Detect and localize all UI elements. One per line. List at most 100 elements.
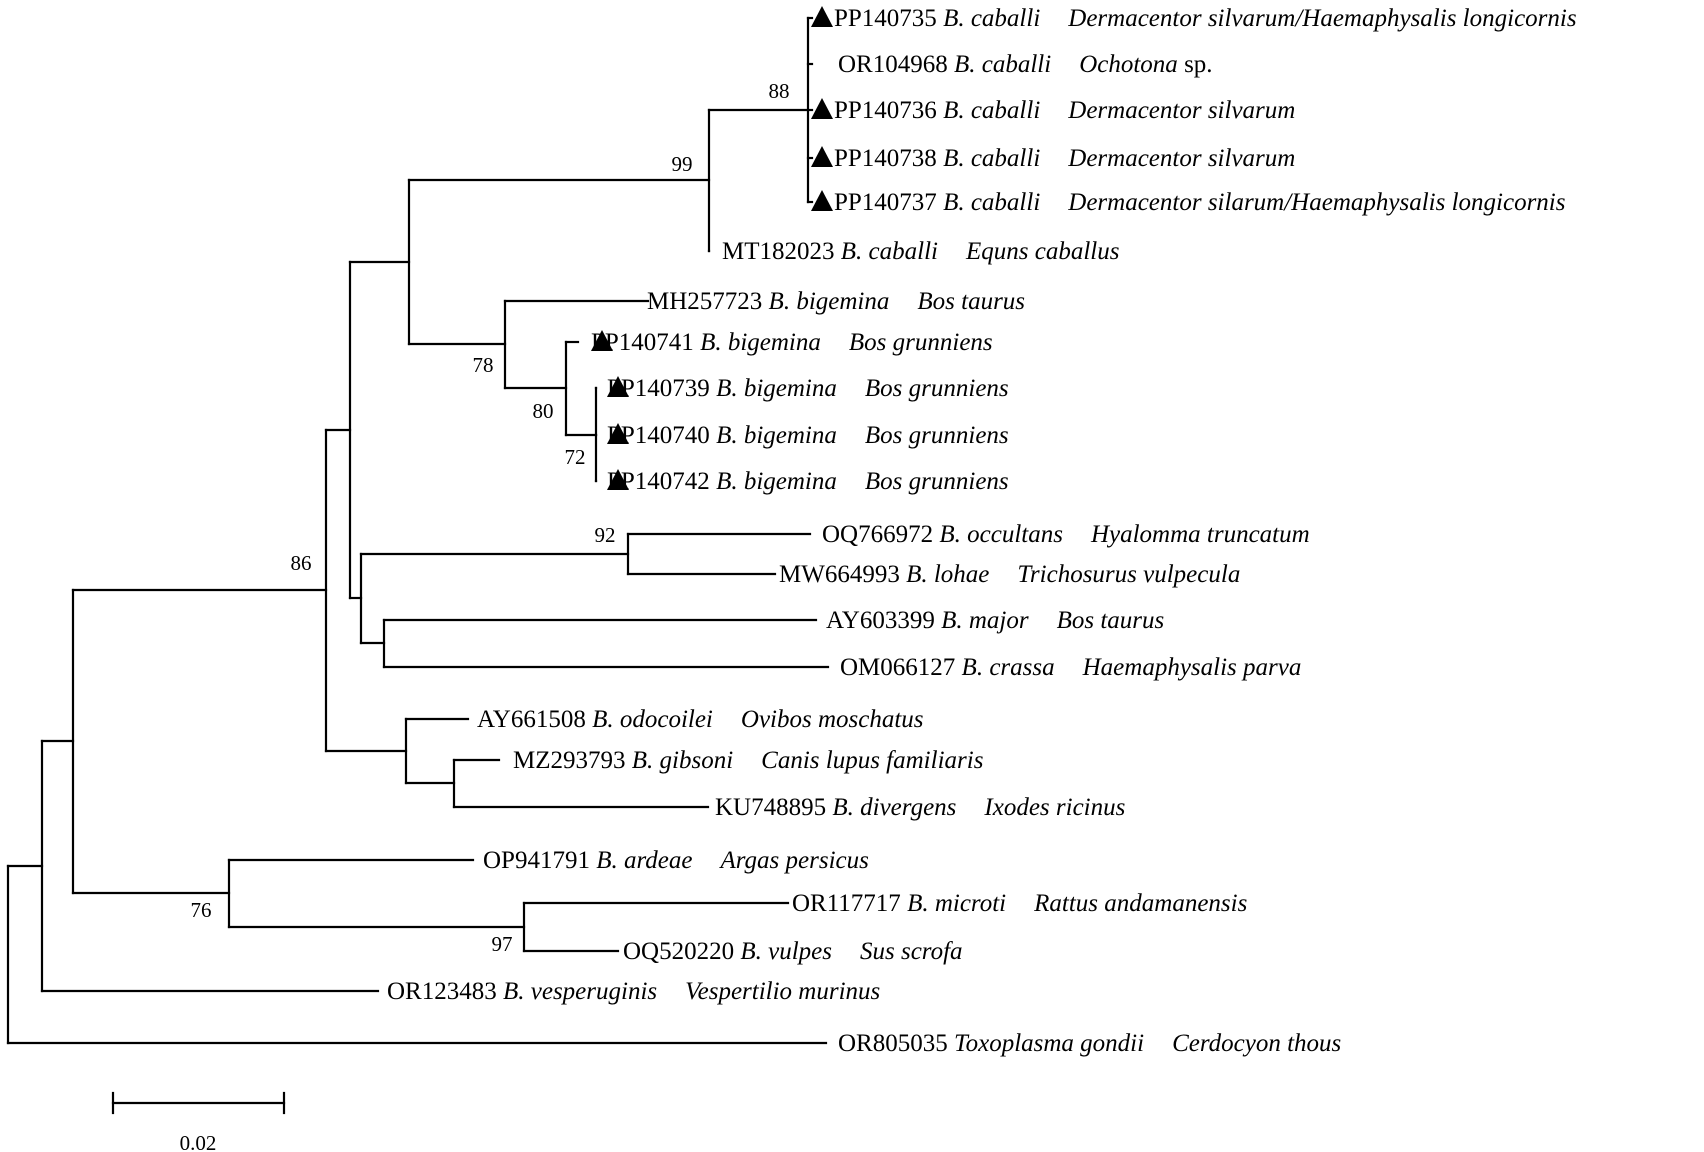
leaf-label: PP140739 B. bigemina Bos grunniens: [607, 375, 1009, 402]
sample-triangle-icon: [811, 6, 833, 27]
host-name: Dermacentor silvarum: [1067, 145, 1295, 172]
host-name: Rattus andamanensis: [1033, 890, 1247, 917]
bootstrap-value: 92: [595, 523, 616, 547]
scale-bar-label: 0.02: [180, 1131, 217, 1152]
leaf-label: KU748895 B. divergens Ixodes ricinus: [715, 794, 1125, 821]
host-name: Canis lupus familiaris: [761, 747, 983, 774]
host-name: Trichosurus vulpecula: [1017, 561, 1240, 588]
sample-triangle-icon: [607, 469, 629, 490]
bootstrap-value: 97: [492, 932, 513, 956]
leaf-label: MH257723 B. bigemina Bos taurus: [647, 288, 1025, 315]
tree-branches: [6, 16, 830, 1045]
host-name: Bos taurus: [917, 288, 1025, 315]
bootstrap-value: 86: [291, 551, 312, 575]
species-name: B. vesperuginis: [503, 978, 657, 1005]
host-name: Equns caballus: [965, 238, 1119, 265]
sample-triangle-icon: [591, 330, 613, 351]
leaf-label: OQ766972 B. occultans Hyalomma truncatum: [822, 521, 1310, 548]
host-name: Vespertilio murinus: [685, 978, 880, 1005]
sample-triangle-icon: [607, 423, 629, 444]
host-name: Bos grunniens: [865, 422, 1009, 449]
accession-number: PP140737: [834, 189, 943, 216]
sample-triangle-icon: [811, 146, 833, 167]
accession-number: MT182023: [722, 238, 841, 265]
host-name: Dermacentor silvarum: [1067, 97, 1295, 124]
accession-number: OM066127: [840, 654, 962, 681]
accession-number: OQ766972: [822, 521, 939, 548]
host-name: Dermacentor silarum/Haemaphysalis longic…: [1067, 189, 1565, 216]
host-name: Bos grunniens: [865, 375, 1009, 402]
sample-markers: [591, 6, 833, 490]
bootstrap-value: 78: [473, 353, 494, 377]
host-name: Haemaphysalis parva: [1082, 654, 1302, 681]
sample-triangle-icon: [607, 376, 629, 397]
accession-number: PP140741: [591, 329, 700, 356]
accession-number: PP140735: [834, 5, 943, 32]
bootstrap-value: 99: [672, 152, 693, 176]
species-name: B. caballi: [943, 97, 1040, 124]
leaf-label: PP140737 B. caballi Dermacentor silarum/H…: [834, 189, 1565, 216]
host-name: Argas persicus: [718, 847, 868, 874]
species-name: Toxoplasma gondii: [954, 1030, 1144, 1057]
species-name: B. lohae: [906, 561, 989, 588]
accession-number: AY661508: [477, 706, 592, 733]
bootstrap-value: 88: [769, 79, 790, 103]
accession-number: PP140742: [607, 468, 716, 495]
species-name: B. caballi: [954, 51, 1051, 78]
leaf-label: MT182023 B. caballi Equns caballus: [722, 238, 1119, 265]
species-name: B. bigemina: [716, 375, 837, 402]
accession-number: MW664993: [779, 561, 906, 588]
accession-number: MZ293793: [513, 747, 632, 774]
leaf-label: PP140741 B. bigemina Bos grunniens: [591, 329, 993, 356]
leaf-label: MW664993 B. lohae Trichosurus vulpecula: [779, 561, 1240, 588]
host-name: Ixodes ricinus: [983, 794, 1125, 821]
host-name: Hyalomma truncatum: [1090, 521, 1310, 548]
accession-number: OP941791: [483, 847, 596, 874]
species-name: B. caballi: [841, 238, 938, 265]
accession-number: MH257723: [647, 288, 769, 315]
leaf-label: PP140738 B. caballi Dermacentor silvarum: [834, 145, 1295, 172]
species-name: B. caballi: [943, 145, 1040, 172]
species-name: B. occultans: [939, 521, 1063, 548]
leaf-label: PP140736 B. caballi Dermacentor silvarum: [834, 97, 1295, 124]
species-name: B. bigemina: [769, 288, 890, 315]
sample-triangle-icon: [811, 98, 833, 119]
scale-bar: 0.02: [111, 1091, 286, 1152]
accession-number: PP140738: [834, 145, 943, 172]
accession-number: KU748895: [715, 794, 832, 821]
species-name: B. microti: [907, 890, 1006, 917]
species-name: B. caballi: [943, 189, 1040, 216]
species-name: B. odocoilei: [592, 706, 713, 733]
host-name: Bos taurus: [1057, 607, 1165, 634]
accession-number: OR117717: [792, 890, 907, 917]
accession-number: PP140736: [834, 97, 943, 124]
species-name: B. vulpes: [740, 938, 832, 965]
host-name: Cerdocyon thous: [1172, 1030, 1341, 1057]
host-name: Bos grunniens: [849, 329, 993, 356]
host-name: Sus scrofa: [860, 938, 963, 965]
species-name: B. caballi: [943, 5, 1040, 32]
species-name: B. bigemina: [716, 468, 837, 495]
accession-number: PP140740: [607, 422, 716, 449]
species-name: B. major: [941, 607, 1029, 634]
accession-number: PP140739: [607, 375, 716, 402]
species-name: B. crassa: [962, 654, 1055, 681]
species-name: B. divergens: [832, 794, 956, 821]
species-name: B. bigemina: [700, 329, 821, 356]
leaf-label: OR117717 B. microti Rattus andamanensis: [792, 890, 1247, 917]
bootstrap-value: 80: [533, 399, 554, 423]
bootstrap-value: 72: [565, 445, 586, 469]
species-name: B. gibsoni: [632, 747, 733, 774]
leaf-label: OM066127 B. crassa Haemaphysalis parva: [840, 654, 1301, 681]
